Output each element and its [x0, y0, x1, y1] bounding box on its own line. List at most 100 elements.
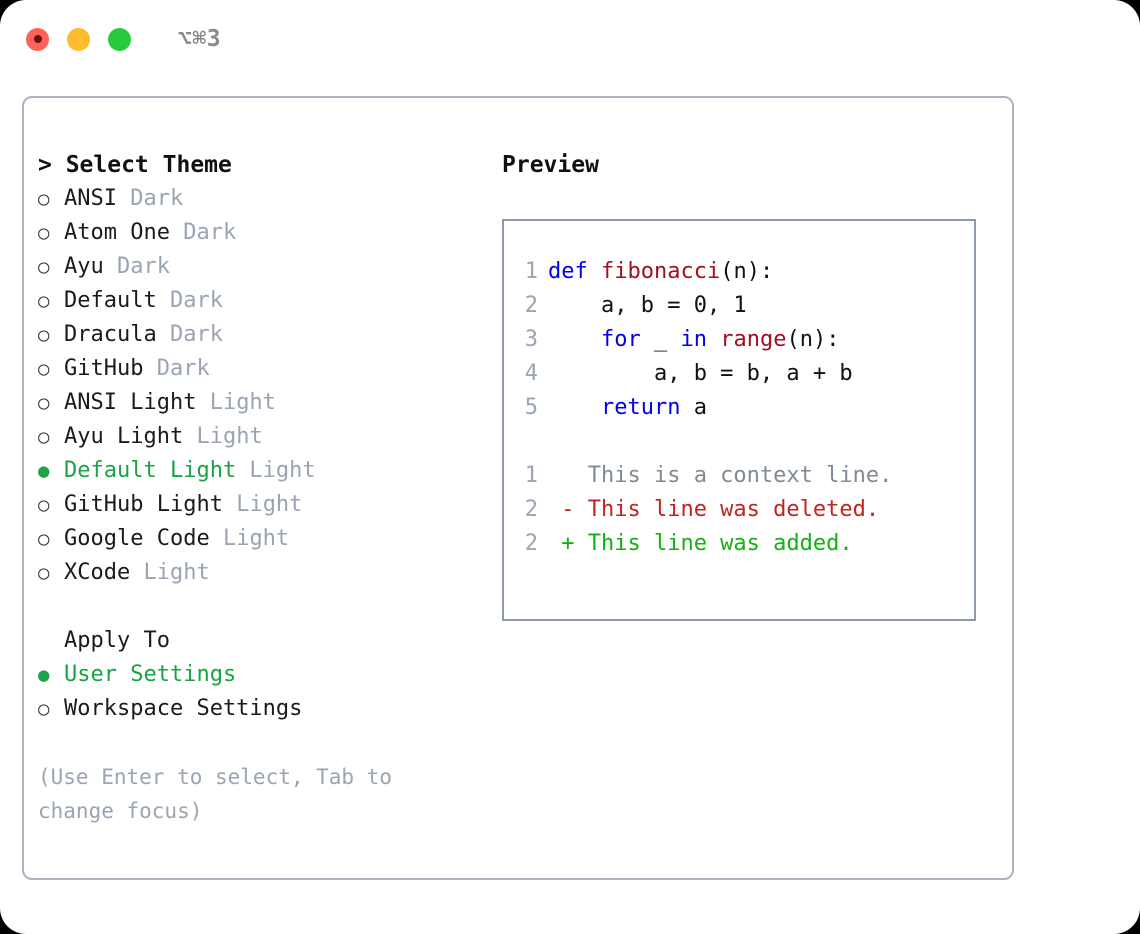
theme-option-variant: Dark — [156, 288, 223, 313]
theme-option-label: GitHub — [64, 356, 144, 381]
theme-option-variant: Light — [196, 390, 276, 415]
radio-unselected-icon: ○ — [38, 358, 50, 380]
code-line-1: 2 a, b = 0, 1 — [504, 289, 974, 323]
theme-option-6[interactable]: ○ANSI Light Light — [38, 386, 502, 420]
theme-option-2[interactable]: ○ Ayu Dark — [38, 250, 502, 284]
token-pl: (n): — [786, 327, 840, 352]
theme-option-variant: Dark — [103, 254, 170, 279]
diff-preview-block: 1 This is a context line.2 - This line w… — [504, 459, 974, 561]
line-content: - This line was deleted. — [548, 493, 879, 527]
keyboard-shortcut-label: ⌥⌘3 — [178, 26, 222, 52]
theme-option-label: Default Light — [64, 458, 237, 483]
token-del: - This line was deleted. — [548, 497, 880, 522]
theme-option-label: Default — [64, 288, 157, 313]
window-controls — [26, 27, 131, 51]
token-ctx: This is a context line. — [548, 463, 893, 488]
token-kw: return — [600, 395, 681, 420]
theme-option-variant: Dark — [156, 322, 223, 347]
theme-option-label: Google Code — [64, 526, 210, 551]
radio-unselected-icon: ○ — [38, 324, 50, 346]
line-content: + This line was added. — [548, 527, 853, 561]
apply-to-option-list[interactable]: ●User Settings ○ Workspace Settings — [38, 658, 502, 726]
title-bar: ⌥⌘3 — [0, 0, 1140, 78]
apply-to-header-label: Apply To — [64, 628, 170, 653]
code-diff-spacer — [504, 425, 974, 459]
theme-option-variant: Light — [183, 424, 263, 449]
line-number: 2 — [524, 531, 538, 556]
section-spacer — [38, 590, 502, 624]
maximize-button-icon[interactable] — [108, 27, 131, 51]
line-content: return a — [548, 391, 707, 425]
token-pl: a, b = 0, 1 — [548, 293, 747, 318]
theme-option-5[interactable]: ○ GitHub Dark — [38, 352, 502, 386]
theme-option-11[interactable]: ○XCode Light — [38, 556, 502, 590]
theme-option-9[interactable]: ○GitHub Light Light — [38, 488, 502, 522]
theme-option-label: Atom One — [64, 220, 170, 245]
theme-option-3[interactable]: ○ Default Dark — [38, 284, 502, 318]
theme-option-1[interactable]: ○Atom One Dark — [38, 216, 502, 250]
theme-option-0[interactable]: ○ANSI Dark — [38, 182, 502, 216]
line-content: a, b = 0, 1 — [548, 289, 747, 323]
token-pl — [548, 395, 601, 420]
token-kw: def — [548, 259, 601, 284]
token-pl: (n): — [720, 259, 774, 284]
preview-title: Preview — [502, 152, 599, 178]
apply-to-option-0[interactable]: ●User Settings — [38, 658, 502, 692]
token-pl — [707, 327, 720, 352]
radio-unselected-icon: ○ — [38, 528, 50, 550]
code-line-2: 3 for _ in range(n): — [504, 323, 974, 357]
token-add: + This line was added. — [548, 531, 853, 556]
theme-selector-panel: > Select Theme ○ANSI Dark○Atom One Dark○… — [22, 96, 1014, 880]
line-number: 3 — [524, 327, 538, 352]
theme-option-variant: Dark — [169, 220, 237, 245]
line-number: 4 — [524, 361, 538, 386]
line-number: 1 — [524, 463, 538, 488]
apply-to-option-label: Workspace Settings — [64, 696, 303, 721]
theme-option-label: XCode — [64, 560, 131, 585]
radio-unselected-icon: ○ — [38, 698, 50, 720]
line-number: 5 — [524, 395, 538, 420]
radio-unselected-icon: ○ — [38, 426, 50, 448]
theme-option-7[interactable]: ○ Ayu Light Light — [38, 420, 502, 454]
select-theme-header: > Select Theme — [38, 152, 232, 178]
radio-unselected-icon: ○ — [38, 188, 50, 210]
theme-option-label: Dracula — [64, 322, 157, 347]
keyboard-hint-text: (Use Enter to select, Tab to change focu… — [38, 765, 405, 823]
minimize-button-icon[interactable] — [67, 27, 90, 51]
radio-unselected-icon: ○ — [38, 562, 50, 584]
theme-option-label: Ayu Light — [64, 424, 184, 449]
line-number: 2 — [524, 497, 538, 522]
theme-option-label: Ayu — [64, 254, 104, 279]
theme-option-label: ANSI — [64, 186, 117, 211]
apply-to-header-row: Apply To — [38, 624, 502, 658]
token-kw: for — [600, 327, 641, 352]
theme-option-variant: Dark — [143, 356, 210, 381]
diff-line-1: 2 - This line was deleted. — [504, 493, 974, 527]
token-pl: _ — [640, 327, 681, 352]
line-content: This is a context line. — [548, 459, 893, 493]
line-number: 2 — [524, 293, 538, 318]
theme-option-10[interactable]: ○Google Code Light — [38, 522, 502, 556]
token-pl: a — [680, 395, 707, 420]
diff-line-0: 1 This is a context line. — [504, 459, 974, 493]
token-pl: a, b = b, a + b — [548, 361, 853, 386]
close-button-icon[interactable] — [26, 27, 49, 51]
token-pl — [548, 327, 601, 352]
diff-line-2: 2 + This line was added. — [504, 527, 974, 561]
radio-unselected-icon: ○ — [38, 290, 50, 312]
apply-to-option-label: User Settings — [64, 662, 237, 687]
line-content: a, b = b, a + b — [548, 357, 853, 391]
radio-unselected-icon: ○ — [38, 256, 50, 278]
theme-option-4[interactable]: ○ Dracula Dark — [38, 318, 502, 352]
theme-option-8[interactable]: ●Default Light Light — [38, 454, 502, 488]
line-content: def fibonacci(n): — [548, 255, 773, 289]
apply-to-option-1[interactable]: ○ Workspace Settings — [38, 692, 502, 726]
close-dot-icon — [33, 35, 42, 43]
code-line-3: 4 a, b = b, a + b — [504, 357, 974, 391]
theme-option-list[interactable]: ○ANSI Dark○Atom One Dark○Ayu Dark○Defaul… — [38, 182, 502, 590]
